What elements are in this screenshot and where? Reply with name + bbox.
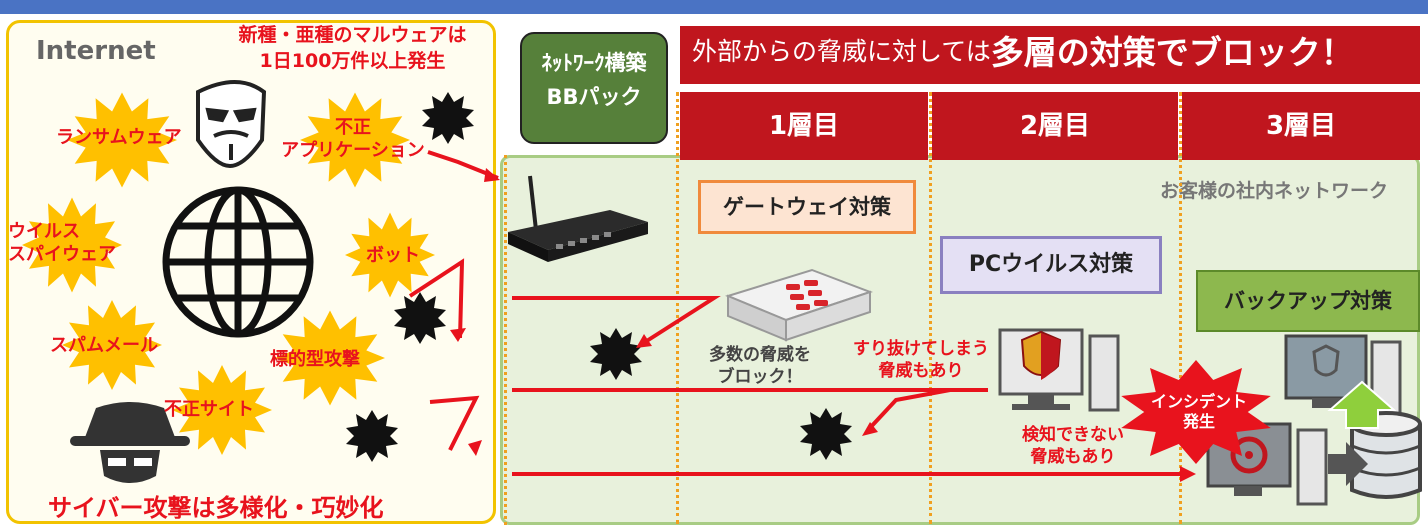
layer-2-header: 2層目	[932, 92, 1178, 160]
globe-icon	[162, 186, 314, 338]
network-left-divider	[504, 155, 507, 525]
threat-bot: ボット	[366, 245, 420, 266]
title-banner: 外部からの脅威に対しては多層の対策でブロック！	[680, 26, 1420, 84]
slip-through-note: すり抜けてしまう 脅威もあり	[846, 338, 996, 382]
mask-icon	[196, 80, 267, 169]
threat-virus-line-1: ウイルス	[8, 221, 80, 242]
blocked-note-line-2: ブロック！	[717, 367, 803, 387]
headline-line-2: 1日100万件以上発生	[259, 50, 446, 72]
threat-arrows-left	[408, 150, 499, 451]
virus-icon-5	[800, 408, 852, 460]
slip-note-line-1: すり抜けてしまう	[853, 339, 989, 359]
threat-fusei-app-line-1: 不正	[335, 117, 371, 138]
threat-virus: ウイルス スパイウェア	[8, 220, 116, 266]
pc-shield-icon	[998, 328, 1120, 412]
hacker-icon	[70, 402, 190, 483]
cyber-attack-footer: サイバー攻撃は多様化・巧妙化	[48, 494, 384, 522]
layer-divider-2	[929, 92, 932, 524]
undetected-note-line-1: 検知できない	[1022, 425, 1124, 445]
headline-line-1: 新種・亜種のマルウェアは	[238, 24, 467, 46]
title-prefix: 外部からの脅威に対しては	[692, 37, 991, 66]
blocked-note: 多数の脅威を ブロック！	[690, 344, 830, 388]
virus-icon-4	[590, 328, 642, 380]
slip-note-line-2: 脅威もあり	[878, 361, 964, 381]
backup-measure-box: バックアップ対策	[1196, 270, 1420, 332]
pc-virus-measure-box: PCウイルス対策	[940, 236, 1162, 294]
bb-pack-box: ﾈｯﾄﾜｰｸ構築 BBパック	[520, 32, 668, 144]
bb-pack-line-1: ﾈｯﾄﾜｰｸ構築	[541, 51, 647, 75]
incident-note: インシデント 発生	[1140, 392, 1258, 432]
layer-3-header: 3層目	[1182, 92, 1420, 160]
malware-headline: 新種・亜種のマルウェアは 1日100万件以上発生	[230, 22, 475, 74]
threat-ransomware: ランサムウェア	[56, 127, 182, 148]
incident-note-line-1: インシデント	[1150, 392, 1247, 411]
threat-lines-network	[512, 296, 1190, 476]
threat-spam: スパムメール	[50, 335, 158, 356]
threat-fusei-app: 不正 アプリケーション	[278, 116, 428, 162]
threat-fusei-app-line-2: アプリケーション	[281, 140, 425, 161]
infected-pc-icon	[1206, 422, 1328, 506]
blocked-note-line-1: 多数の脅威を	[709, 345, 811, 365]
network-label: お客様の社内ネットワーク	[1160, 180, 1389, 202]
layer-1-header: 1層目	[680, 92, 928, 160]
internet-label: Internet	[36, 36, 156, 66]
backup-arrow-icon	[1328, 442, 1368, 486]
restore-arrow-icon	[1327, 380, 1397, 429]
threat-virus-line-2: スパイウェア	[8, 244, 116, 265]
gateway-measure-box: ゲートウェイ対策	[698, 180, 916, 234]
top-accent-bar	[0, 0, 1428, 14]
threat-fusei-site: 不正サイト	[164, 399, 254, 420]
layer-divider-1	[676, 92, 679, 524]
undetected-note: 検知できない 脅威もあり	[1010, 424, 1136, 468]
incident-note-line-2: 発生	[1182, 412, 1215, 431]
bb-pack-line-2: BBパック	[546, 85, 642, 109]
firewall-appliance-icon	[725, 268, 873, 342]
threat-targeted: 標的型攻撃	[270, 349, 360, 370]
undetected-note-line-2: 脅威もあり	[1030, 447, 1116, 467]
router-icon	[508, 175, 648, 262]
layer-divider-3	[1179, 92, 1182, 524]
title-emphasis: 多層の対策でブロック！	[990, 33, 1354, 72]
